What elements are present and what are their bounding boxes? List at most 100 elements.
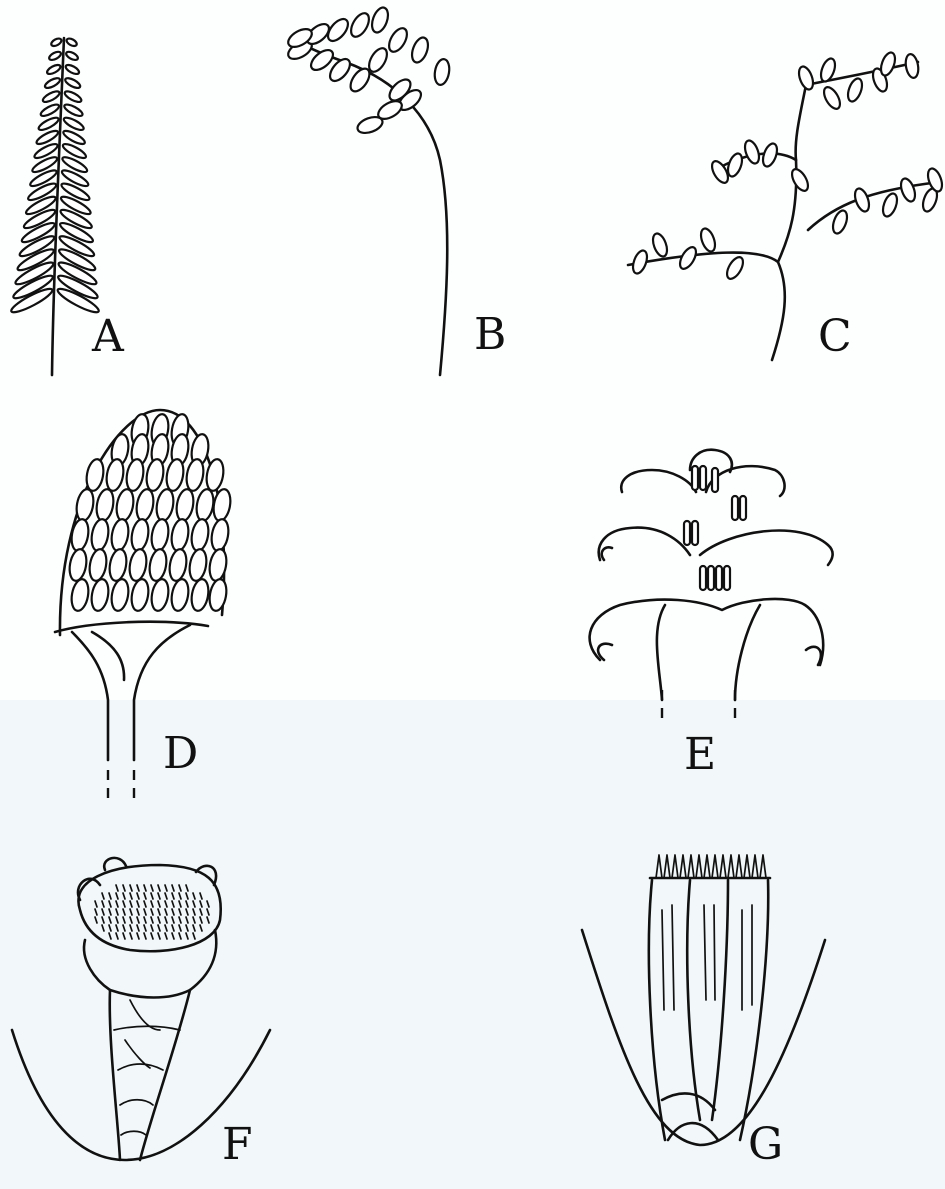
floret [149,518,170,552]
leaflet-left [46,63,62,76]
seed-mark [109,917,111,923]
seed-mark [200,917,202,923]
panel-d-capitulum [55,410,233,800]
pappus-bristle [664,855,670,878]
floret [194,488,215,522]
seed-mark [186,917,188,923]
seed-mark [186,901,188,907]
seed-mark [200,893,202,899]
seed-mark [144,893,146,899]
floret [169,518,190,552]
seed-mark [130,925,132,931]
floret [204,458,225,492]
seed-mark [179,933,181,939]
pappus-bristle [688,855,694,878]
seed-mark [130,917,132,923]
seed-mark [151,925,153,931]
seed-mark [144,933,146,939]
floret [114,488,135,522]
leaflet-left [48,50,62,62]
seed-mark [137,909,139,915]
seed-mark [165,909,167,915]
spikelet [898,177,917,204]
panel-label-b: B [474,313,506,357]
floret [107,548,128,582]
floret [209,518,230,552]
seed-mark [172,885,174,891]
spikelet [845,77,864,104]
leaflet-right [63,89,82,104]
floret [94,488,115,522]
pappus-bristle [744,855,750,878]
seed-mark [158,933,160,939]
stamen [692,466,698,490]
leaflet-right [65,37,78,47]
seed-mark [109,893,111,899]
stamen [700,466,706,490]
pappus-bristle [736,855,742,878]
seed-mark [172,917,174,923]
seed-mark [123,893,125,899]
panel-f-sunflower-head [12,858,270,1160]
seed-mark [116,893,118,899]
seed-mark [137,917,139,923]
seed-mark [102,909,104,915]
spikelet [878,51,897,78]
seed-mark [137,933,139,939]
spikelet [650,232,669,259]
seed-mark [130,901,132,907]
seed-mark [116,917,118,923]
stamen [740,496,746,520]
seed-mark [130,933,132,939]
floret [154,488,175,522]
spikelet [880,192,899,219]
pappus-bristle [704,855,710,878]
stamen [684,521,690,545]
spikelet [796,65,815,92]
floret [109,518,130,552]
floret [129,518,150,552]
floret [167,548,188,582]
seed-mark [130,909,132,915]
spikelet [433,58,451,86]
spikelet [742,139,761,166]
stamen [708,566,714,590]
floret [184,458,205,492]
seed-mark [165,933,167,939]
seed-mark [179,917,181,923]
seed-mark [179,901,181,907]
pappus-bristle [728,855,734,878]
seed-mark [200,909,202,915]
seed-mark [158,917,160,923]
floret [164,458,185,492]
seed-mark [151,893,153,899]
spikelet [821,85,843,112]
stamen [700,566,706,590]
seed-mark [158,909,160,915]
spikelet [677,245,699,272]
panel-label-g: G [748,1123,783,1167]
panel-label-d: D [163,732,198,776]
leaflet-right [62,115,85,132]
floret [84,458,105,492]
spikelet [725,152,744,179]
spikelet [347,65,373,94]
floret [189,578,210,612]
seed-mark [172,901,174,907]
seed-mark [137,901,139,907]
leaflet-right [63,102,84,118]
seed-mark [151,917,153,923]
floret [207,548,228,582]
seed-mark [179,925,181,931]
seed-mark [165,885,167,891]
seed-mark [123,917,125,923]
floret [104,458,125,492]
stamen [692,521,698,545]
panel-a-pinnate-spike [9,37,101,375]
pappus-bristle [760,855,766,878]
seed-mark [144,901,146,907]
seed-mark [186,893,188,899]
seed-mark [102,917,104,923]
seed-mark [165,893,167,899]
